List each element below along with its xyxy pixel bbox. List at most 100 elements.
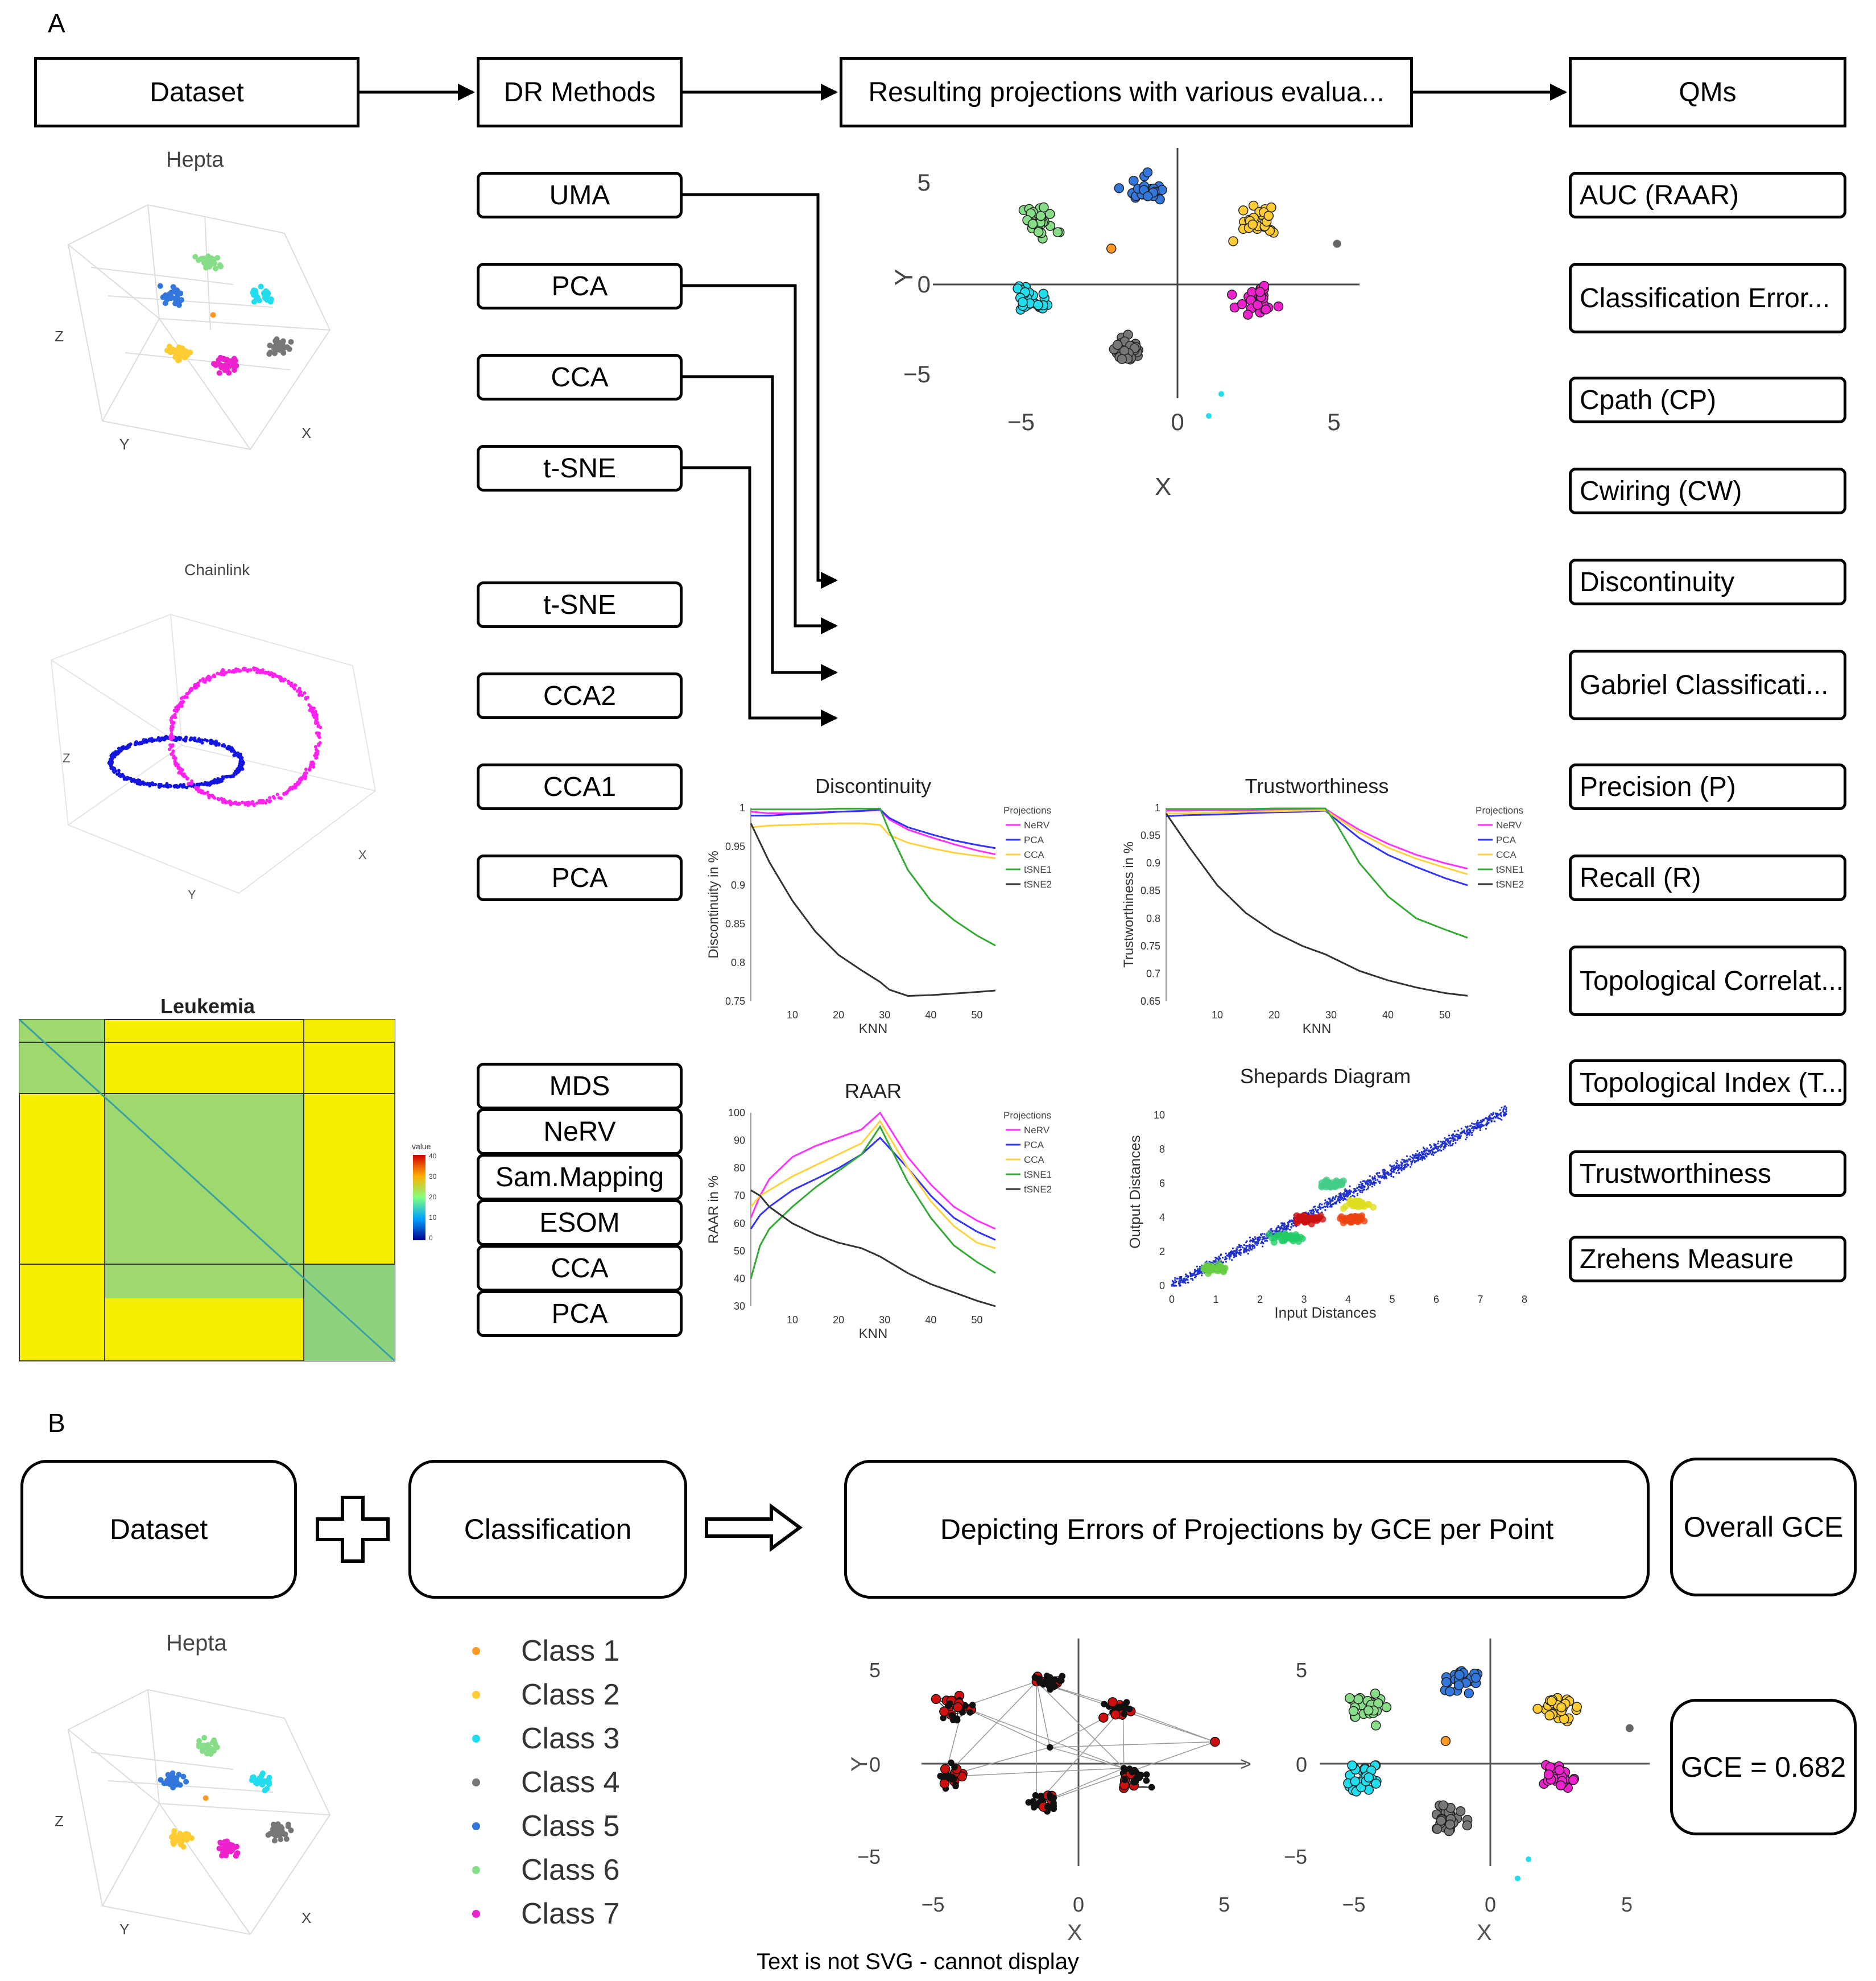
chainlink-point-blue [177, 737, 181, 741]
projection-point [1033, 300, 1043, 310]
shepard-point [1379, 1176, 1381, 1178]
hepta-point [271, 1838, 278, 1844]
shepard-point [1228, 1257, 1231, 1259]
shepard-point [1409, 1166, 1412, 1168]
overall-gce-box: Overall GCE [1670, 1458, 1857, 1596]
hepta-point [177, 1838, 184, 1844]
chart-y-tick: 0.9 [731, 880, 745, 891]
shepard-density-point [1281, 1234, 1288, 1241]
shepard-point [1377, 1175, 1379, 1177]
shepard-point [1196, 1268, 1199, 1270]
shepard-point [1225, 1252, 1227, 1254]
chart-legend-label: CCA [1024, 1154, 1045, 1165]
chainlink-point-magenta [275, 793, 279, 796]
shepard-point [1406, 1155, 1408, 1157]
dr-method-box: NeRV [477, 1108, 683, 1155]
hepta-point [216, 1846, 222, 1852]
shepard-point [1265, 1237, 1267, 1240]
shepard-point [1270, 1228, 1272, 1230]
projection-point [1106, 244, 1117, 254]
shepard-point [1363, 1186, 1366, 1188]
shepard-point [1360, 1189, 1362, 1192]
shepard-point [1326, 1200, 1328, 1203]
heatmap-legend-tick: 20 [429, 1193, 437, 1201]
shepard-point [1419, 1153, 1421, 1155]
shepard-point [1418, 1154, 1420, 1157]
shepard-point [1476, 1122, 1478, 1124]
chainlink-point-magenta [201, 677, 205, 681]
shepard-point [1440, 1145, 1443, 1148]
shepard-density-point [1275, 1233, 1282, 1241]
chainlink-point-magenta [185, 692, 189, 696]
shepard-point [1338, 1199, 1341, 1202]
shepard-point [1178, 1278, 1180, 1280]
shepard-point [1427, 1150, 1429, 1153]
network-ylabel: Y [848, 1756, 872, 1772]
chainlink-point-magenta [168, 734, 172, 738]
shepard-point [1452, 1142, 1454, 1145]
chainlink-point-magenta [172, 756, 176, 760]
network-point [1046, 1744, 1053, 1751]
shepard-point [1374, 1179, 1377, 1181]
chart-y-tick: 6 [1159, 1178, 1165, 1189]
shepard-point [1442, 1140, 1444, 1142]
shepard-point [1390, 1173, 1392, 1175]
shepard-point [1492, 1117, 1494, 1120]
shepard-point [1246, 1245, 1249, 1247]
network-point [1121, 1776, 1129, 1784]
shepard-point [1444, 1137, 1446, 1140]
hepta-point [278, 1826, 284, 1832]
shepard-point [1493, 1120, 1495, 1122]
shepard-point [1229, 1252, 1231, 1254]
chainlink-point-blue [222, 744, 226, 748]
shepard-point [1280, 1226, 1283, 1228]
network-y-axis-marker: > [1240, 1753, 1251, 1775]
network-point [948, 1759, 954, 1767]
chainlink-point-blue [159, 783, 163, 787]
hepta-point [203, 265, 209, 271]
axis-tick-label: −5 [903, 361, 931, 387]
shepard-point [1171, 1280, 1173, 1282]
shepard-point [1402, 1167, 1404, 1170]
shepard-point [1392, 1165, 1394, 1167]
chainlink-point-magenta [223, 799, 227, 803]
shepard-point [1466, 1136, 1468, 1138]
hepta-point [210, 312, 216, 318]
classification-box: Classification [408, 1460, 687, 1599]
svg-text:X: X [301, 1909, 311, 1926]
chart-legend-label: CCA [1496, 849, 1517, 860]
chainlink-point-blue [126, 743, 130, 747]
shepard-point [1489, 1119, 1491, 1122]
chainlink-point-blue [122, 777, 126, 781]
shepard-point [1496, 1115, 1498, 1118]
shepard-point [1398, 1165, 1400, 1167]
qm-box: Zrehens Measure [1569, 1236, 1846, 1282]
shepard-point [1422, 1157, 1424, 1159]
shepard-point [1423, 1156, 1425, 1158]
chart-x-tick: 50 [972, 1314, 983, 1326]
chainlink-point-blue [109, 763, 113, 767]
axis-tick-label: 5 [1327, 408, 1340, 435]
chart-ylabel: Trustworthiness in % [1121, 841, 1137, 968]
shepard-point [1468, 1134, 1470, 1136]
shepard-point [1406, 1166, 1408, 1168]
chart-x-tick: 6 [1433, 1294, 1439, 1305]
chart-x-tick: 5 [1389, 1294, 1395, 1305]
shepard-point [1218, 1255, 1220, 1258]
chainlink-point-blue [213, 778, 217, 782]
shepard-point [1460, 1128, 1462, 1130]
shepard-point [1283, 1227, 1286, 1229]
shepard-point [1453, 1130, 1456, 1132]
shepard-point [1448, 1137, 1451, 1140]
chainlink-point-magenta [311, 765, 315, 769]
shepard-point [1387, 1174, 1390, 1176]
hepta-point [277, 340, 283, 346]
network-edge [944, 1681, 1037, 1777]
network-point [1030, 1803, 1038, 1811]
shepard-point [1382, 1173, 1385, 1175]
shepard-point [1452, 1137, 1454, 1139]
shepard-point [1356, 1187, 1358, 1190]
chart-series-line [1166, 809, 1468, 876]
shepard-point [1445, 1138, 1447, 1141]
